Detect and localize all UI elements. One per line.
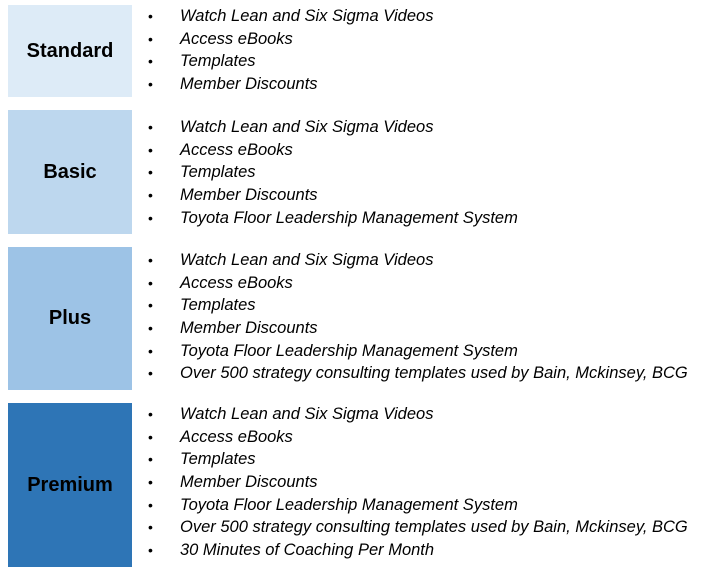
- feature-text: Toyota Floor Leadership Management Syste…: [180, 341, 518, 360]
- tier-label-standard: Standard: [8, 5, 132, 97]
- feature-text: Templates: [180, 296, 256, 315]
- bullet-icon: •: [148, 8, 153, 24]
- bullet-icon: •: [148, 342, 153, 359]
- feature-text: Over 500 strategy consulting templates u…: [180, 518, 688, 537]
- bullet-icon: •: [148, 209, 153, 226]
- feature-text: Member Discounts: [180, 319, 318, 338]
- feature-text: Member Discounts: [180, 75, 318, 94]
- feature-text: Member Discounts: [180, 473, 318, 492]
- feature-text: Templates: [180, 52, 256, 71]
- bullet-icon: •: [148, 496, 153, 513]
- bullet-icon: •: [148, 53, 153, 70]
- bullet-icon: •: [148, 406, 153, 422]
- tier-label-premium: Premium: [8, 403, 132, 567]
- bullet-icon: •: [148, 30, 153, 47]
- bullet-icon: •: [148, 274, 153, 291]
- feature-text: Toyota Floor Leadership Management Syste…: [180, 208, 518, 227]
- feature-text: Access eBooks: [180, 29, 293, 48]
- bullet-icon: •: [148, 542, 153, 559]
- feature-text: Templates: [180, 450, 256, 469]
- bullet-icon: •: [148, 365, 153, 382]
- tier-label-basic: Basic: [8, 110, 132, 234]
- tier-label-plus: Plus: [8, 247, 132, 390]
- tier-name: Standard: [26, 39, 114, 62]
- feature-text: Watch Lean and Six Sigma Videos: [180, 251, 434, 269]
- bullet-icon: •: [148, 428, 153, 445]
- tier-name: Basic: [43, 160, 97, 183]
- bullet-icon: •: [148, 164, 153, 181]
- bullet-icon: •: [148, 519, 153, 536]
- feature-text: Access eBooks: [180, 427, 293, 446]
- tier-name: Plus: [48, 307, 92, 329]
- bullet-icon: •: [148, 474, 153, 491]
- feature-text: Access eBooks: [180, 140, 293, 159]
- bullet-icon: •: [148, 320, 153, 337]
- feature-text: Watch Lean and Six Sigma Videos: [180, 118, 434, 136]
- feature-text: Over 500 strategy consulting templates u…: [180, 364, 688, 383]
- bullet-icon: •: [148, 451, 153, 468]
- bullet-icon: •: [148, 187, 153, 204]
- feature-text: Toyota Floor Leadership Management Syste…: [180, 495, 518, 514]
- bullet-icon: •: [148, 297, 153, 314]
- feature-text: Templates: [180, 163, 256, 182]
- bullet-icon: •: [148, 76, 153, 93]
- tier-name: Premium: [27, 473, 113, 496]
- feature-text: Member Discounts: [180, 186, 318, 205]
- feature-text: Watch Lean and Six Sigma Videos: [180, 7, 434, 25]
- bullet-icon: •: [148, 141, 153, 158]
- bullet-icon: •: [148, 252, 153, 268]
- feature-text: Watch Lean and Six Sigma Videos: [180, 405, 434, 423]
- feature-text: Access eBooks: [180, 273, 293, 292]
- feature-text: 30 Minutes of Coaching Per Month: [180, 541, 435, 560]
- bullet-icon: •: [148, 119, 153, 135]
